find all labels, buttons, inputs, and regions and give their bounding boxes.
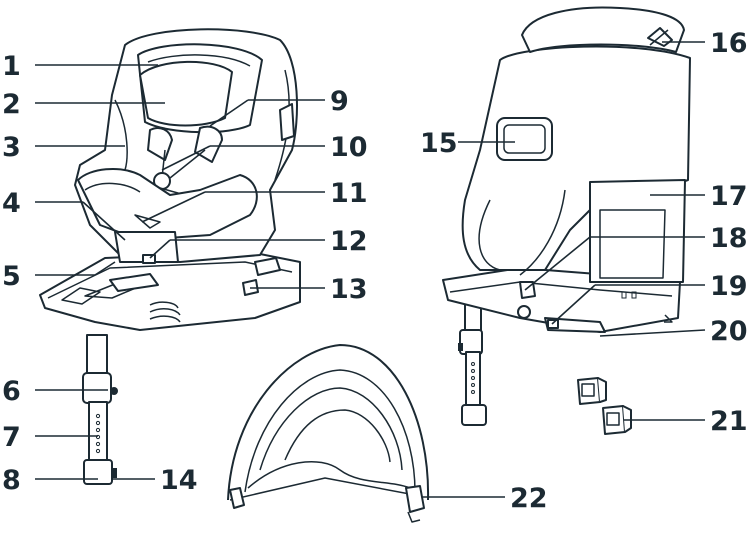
callout-13: 13 bbox=[330, 274, 368, 305]
callout-5: 5 bbox=[2, 261, 21, 292]
sun-canopy bbox=[228, 345, 428, 522]
leg-foot bbox=[84, 460, 112, 484]
callout-18: 18 bbox=[710, 223, 748, 254]
callout-9: 9 bbox=[330, 86, 349, 117]
callout-2: 2 bbox=[2, 89, 21, 120]
canopy-clip-right bbox=[406, 486, 424, 512]
leg-adjust-button bbox=[110, 387, 118, 395]
callout-7: 7 bbox=[2, 422, 21, 453]
callout-4: 4 bbox=[2, 188, 21, 219]
callout-8: 8 bbox=[2, 465, 21, 496]
callout-14: 14 bbox=[160, 465, 198, 496]
callout-11: 11 bbox=[330, 178, 368, 209]
harness-adjuster-button bbox=[143, 255, 155, 263]
callout-20: 20 bbox=[710, 316, 748, 347]
isofix-guides bbox=[578, 378, 631, 434]
callout-17: 17 bbox=[710, 181, 748, 212]
callout-10: 10 bbox=[330, 132, 368, 163]
callout-1: 1 bbox=[2, 51, 21, 82]
callout-19: 19 bbox=[710, 271, 748, 302]
callout-6: 6 bbox=[2, 376, 21, 407]
head-cushion bbox=[140, 62, 232, 126]
rear-view-car-seat bbox=[443, 7, 690, 425]
callout-3: 3 bbox=[2, 132, 21, 163]
callout-16: 16 bbox=[710, 28, 748, 59]
side-impact-pad bbox=[280, 104, 294, 140]
callout-21: 21 bbox=[710, 406, 748, 437]
callout-12: 12 bbox=[330, 226, 368, 257]
callout-22: 22 bbox=[510, 483, 548, 514]
support-leg bbox=[83, 335, 118, 484]
callout-15: 15 bbox=[420, 128, 458, 159]
